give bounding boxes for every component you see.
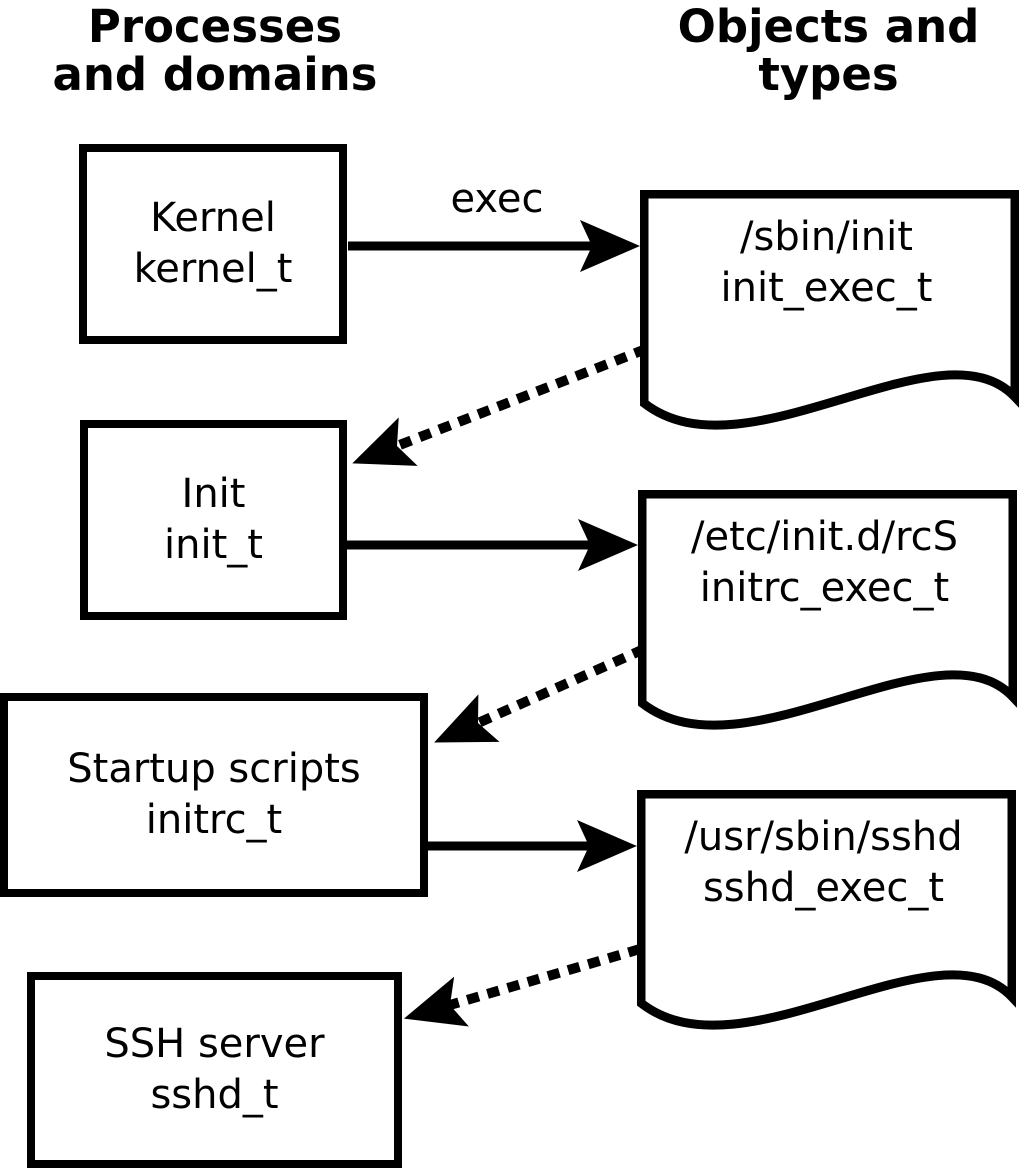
exec-arrow-label: exec	[450, 176, 544, 222]
object-document-etc-initd-rcs: /etc/init.d/rcS initrc_exec_t	[638, 490, 1017, 735]
process-box-startup-scripts: Startup scripts initrc_t	[0, 693, 428, 897]
process-box-init: Init init_t	[80, 420, 347, 620]
column-header-objects-line2: types	[758, 48, 899, 102]
column-header-processes: Processes and domains	[20, 0, 410, 102]
object-path: /usr/sbin/sshd	[684, 814, 963, 860]
object-label: /usr/sbin/sshd sshd_exec_t	[637, 812, 1010, 914]
object-file-type: sshd_exec_t	[702, 865, 945, 912]
transition-arrow-sbin-init-to-init	[352, 344, 648, 466]
document-shape-icon	[640, 190, 1019, 430]
object-file-type: init_exec_t	[720, 265, 933, 312]
process-name: Startup scripts	[67, 745, 361, 792]
column-header-processes-line2: and domains	[52, 48, 378, 102]
object-file-type: initrc_exec_t	[699, 565, 950, 612]
process-domain-type: init_t	[164, 522, 263, 568]
process-box-ssh-server: SSH server sshd_t	[27, 972, 402, 1168]
column-header-objects-line1: Objects and	[677, 0, 980, 53]
process-name: SSH server	[104, 1020, 325, 1067]
object-label: /sbin/init init_exec_t	[640, 212, 1013, 314]
process-domain-type: sshd_t	[150, 1072, 279, 1118]
process-domain-type: kernel_t	[133, 246, 293, 292]
object-document-sbin-init: /sbin/init init_exec_t	[640, 190, 1019, 435]
column-header-processes-line1: Processes	[87, 0, 343, 53]
column-header-objects: Objects and types	[634, 0, 1023, 102]
process-domain-type: initrc_t	[145, 797, 283, 843]
process-name: Kernel	[150, 194, 276, 241]
process-name: Init	[181, 470, 246, 517]
object-path: /sbin/init	[740, 214, 913, 260]
process-box-kernel: Kernel kernel_t	[79, 144, 347, 344]
object-label: /etc/init.d/rcS initrc_exec_t	[638, 512, 1011, 614]
transition-arrow-rcs-to-startup	[434, 644, 647, 743]
object-path: /etc/init.d/rcS	[690, 514, 959, 560]
document-shape-icon	[637, 790, 1016, 1030]
transition-arrow-sshd-to-sshserver	[403, 944, 642, 1027]
document-shape-icon	[638, 490, 1017, 730]
object-document-usr-sbin-sshd: /usr/sbin/sshd sshd_exec_t	[637, 790, 1016, 1035]
